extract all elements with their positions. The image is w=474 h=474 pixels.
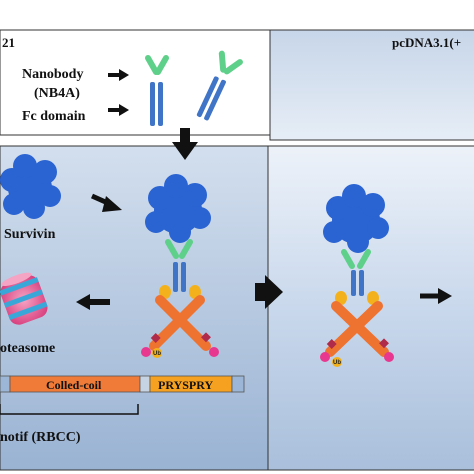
top-right-panel [269,29,474,141]
proteasome-icon [0,272,48,325]
ub-label-left: Ub [153,351,161,357]
panel-header-right: pcDNA3.1(+ [392,35,461,50]
trim21-complex-right [320,249,394,367]
legend-arrow-nanobody [108,69,129,81]
survivin-blob-bound-right [323,184,389,253]
rbcc-motif-label: notif (RBCC) [0,430,81,445]
arrow-survivin-to-complex [90,193,122,212]
arrow-right-panel [420,288,452,304]
down-arrow [172,128,198,160]
pryspry-label: PRYSPRY [158,378,213,392]
survivin-label: Survivin [4,227,56,242]
legend-arrow-fc [108,104,129,116]
survivin-blob-left [0,154,61,219]
fc-domain-label: Fc domain [22,109,86,124]
panel-transition-arrow [255,275,283,309]
rbcc-bracket [0,404,139,415]
panel-header-left: 21 [2,35,15,50]
nanobody-subtitle: (NB4A) [34,86,80,101]
domain-segment-end [231,375,245,393]
arrow-to-proteasome [76,294,110,310]
trim21-complex-left [141,239,219,358]
domain-segment-linker [139,375,151,393]
domain-bar [0,375,245,393]
proteasome-label: oteasome [0,341,55,356]
legend-antibody-upright [145,55,169,126]
legend-antibody-tilted [196,50,243,121]
survivin-blob-bound-left [145,174,211,243]
coiled-coil-label: Colled-coil [46,378,102,392]
domain-segment-ring [0,375,11,393]
nanobody-label: Nanobody [22,67,83,82]
ub-label-right: Ub [333,360,341,366]
